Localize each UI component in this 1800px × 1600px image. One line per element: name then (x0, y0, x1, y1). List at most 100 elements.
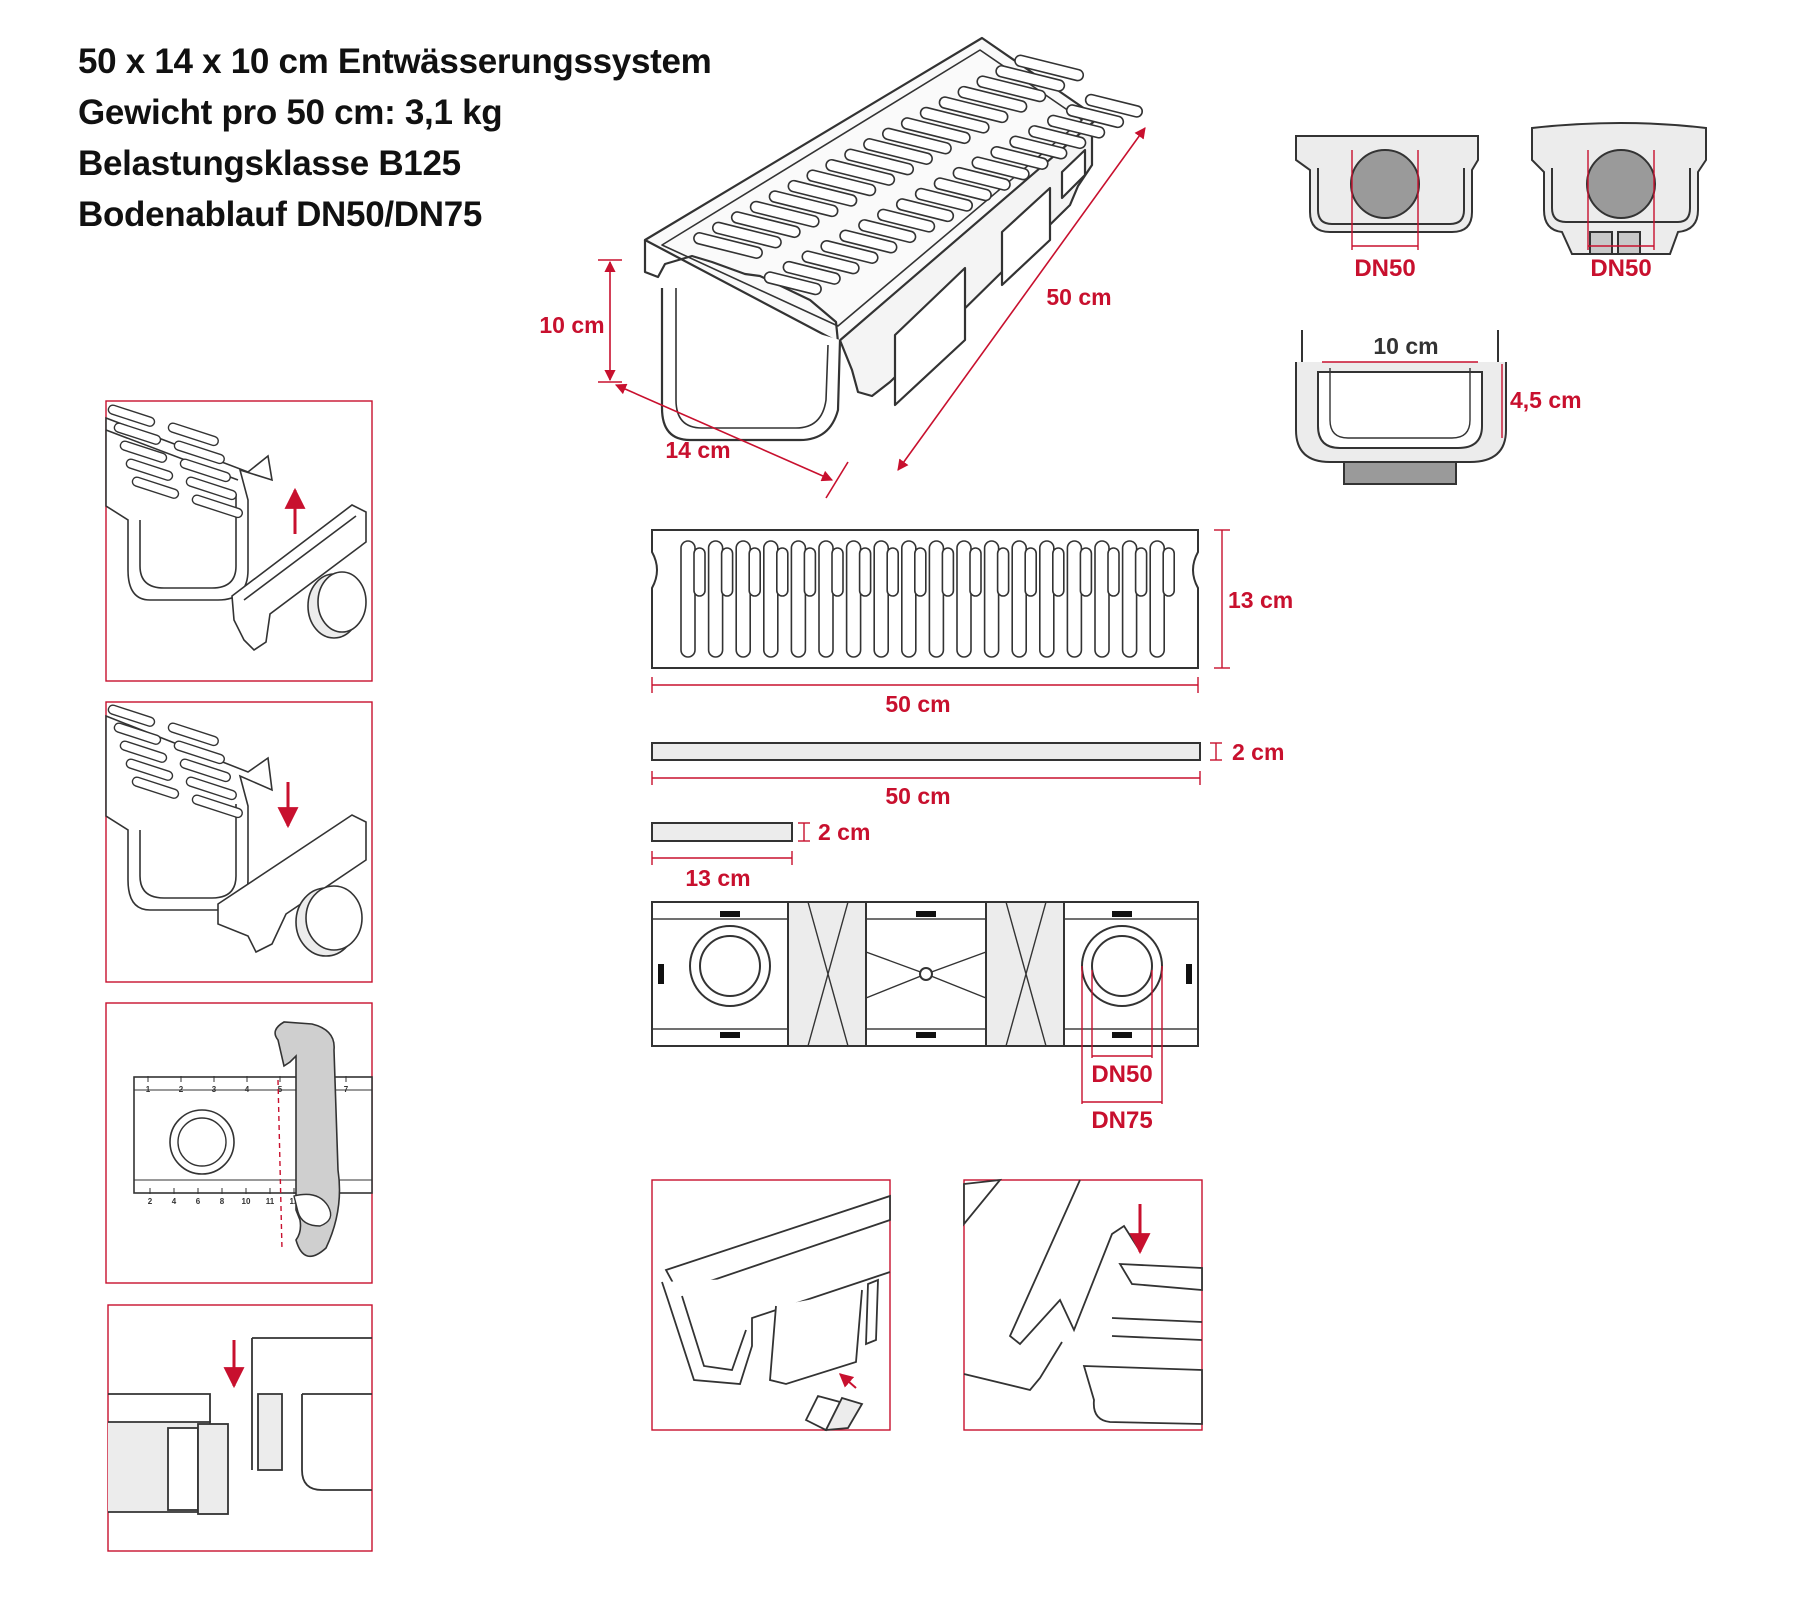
channel-bottom-view (651, 901, 1199, 1047)
panel-slot (125, 458, 174, 481)
panel-slot (119, 740, 168, 763)
bottom-view-notches (658, 911, 1192, 1038)
ruler-number: 1 (146, 1085, 151, 1094)
grate-slot (1011, 540, 1028, 658)
panel-slot (185, 476, 237, 501)
side-strip-length-label: 50 cm (885, 783, 950, 809)
grate-slot-small (1052, 547, 1065, 597)
panel-slot (185, 776, 237, 801)
ruler-number: 4 (172, 1197, 177, 1206)
grate-width-label: 13 cm (1228, 587, 1293, 613)
grate-slot-small (886, 547, 900, 597)
panel-slot (119, 440, 168, 463)
ruler-number: 2 (179, 1085, 184, 1094)
side-strip-height-label: 2 cm (1232, 739, 1284, 765)
spec-floor-drain: Bodenablauf DN50/DN75 (78, 195, 483, 234)
panel-slot (167, 422, 219, 447)
ruler-number: 6 (196, 1197, 201, 1206)
grate-slot (900, 540, 917, 658)
section-inner-width-label: 10 cm (1373, 333, 1438, 359)
cross-section (1295, 330, 1507, 485)
end-strip-dim (651, 822, 810, 865)
panel-slot (179, 458, 231, 483)
grate-slot (1149, 540, 1165, 658)
grate-slot-small (748, 547, 762, 597)
channel-length-label: 50 cm (1046, 284, 1111, 310)
panel-slot (191, 494, 243, 519)
grate-slot (1066, 540, 1083, 658)
grate-slot (956, 540, 972, 658)
section-depth-label: 4,5 cm (1510, 387, 1582, 413)
grate-slot-small (693, 547, 706, 597)
cross-section-dim (1322, 361, 1503, 438)
step-panel-5 (651, 1179, 891, 1432)
iso-slot (801, 250, 860, 275)
ruler-number: 7 (344, 1085, 349, 1094)
spec-load-class: Belastungsklasse B125 (78, 144, 461, 183)
grate-slot (680, 540, 696, 658)
iso-slot (1014, 54, 1085, 82)
iso-slot (976, 75, 1047, 103)
grate-slot (873, 540, 890, 658)
end-strip-length-label: 13 cm (685, 865, 750, 891)
end-cap-right-dim (1587, 150, 1655, 250)
panel-slot (191, 794, 243, 819)
ruler-number: 12 (290, 1197, 299, 1206)
grate-slot (735, 540, 752, 658)
ruler-number: 8 (220, 1197, 225, 1206)
panel-slot (113, 722, 162, 745)
channel-height-label: 10 cm (539, 312, 604, 338)
panel-slot (113, 422, 162, 445)
end-strip-height-label: 2 cm (818, 819, 870, 845)
end-strip (651, 822, 793, 842)
ruler-number: 10 (242, 1197, 251, 1206)
grate-slot-small (1079, 547, 1093, 597)
end-cap-left (1295, 135, 1479, 233)
iso-slot (957, 85, 1028, 113)
grate-slot-small (1107, 547, 1120, 597)
iso-slot (839, 229, 898, 254)
panel-slot (131, 776, 180, 799)
panel-slot (107, 704, 156, 727)
grate-slot-small (720, 547, 734, 597)
iso-slot (995, 64, 1066, 92)
panel-slot (131, 476, 180, 499)
ruler-number: 11 (266, 1197, 275, 1206)
grate-slot-small (803, 547, 817, 597)
grate-slot-small (996, 547, 1010, 597)
panel-slot (173, 740, 225, 765)
channel-dimension-lines (598, 127, 1146, 499)
panel-slot (107, 404, 156, 427)
ruler-number: 4 (245, 1085, 250, 1094)
grate-slot-small (831, 547, 844, 597)
ruler-number: 3 (212, 1085, 217, 1094)
step-panel-4 (107, 1304, 373, 1552)
step-panel-2 (105, 701, 373, 983)
outlet-small-label: DN50 (1091, 1061, 1152, 1088)
panel-slot (167, 722, 219, 747)
channel-width-label: 14 cm (665, 437, 730, 463)
panel-slot (125, 758, 174, 781)
grate-slot-small (1134, 547, 1148, 597)
grate-slot (790, 540, 807, 658)
grate-slot (707, 540, 724, 658)
spec-dimensions: 50 x 14 x 10 cm Entwässerungssystem (78, 42, 712, 81)
grate-slot (818, 540, 834, 658)
side-strip-dim (651, 742, 1222, 785)
iso-slot (768, 190, 839, 218)
outlet-dim (1081, 966, 1163, 1104)
iso-slot (730, 211, 801, 239)
iso-slot (825, 158, 896, 186)
iso-slot (1065, 104, 1125, 129)
step-panel-1 (105, 400, 373, 682)
grate-slot-small (775, 547, 789, 597)
grate-slot-small (941, 547, 955, 597)
end-cap-right (1531, 122, 1707, 255)
grate-slot (1094, 540, 1110, 658)
iso-slot (1084, 93, 1144, 118)
grate-slot-small (969, 547, 982, 597)
iso-slot (806, 169, 877, 197)
grate-length-label: 50 cm (885, 691, 950, 717)
end-cap-right-label: DN50 (1590, 255, 1651, 282)
